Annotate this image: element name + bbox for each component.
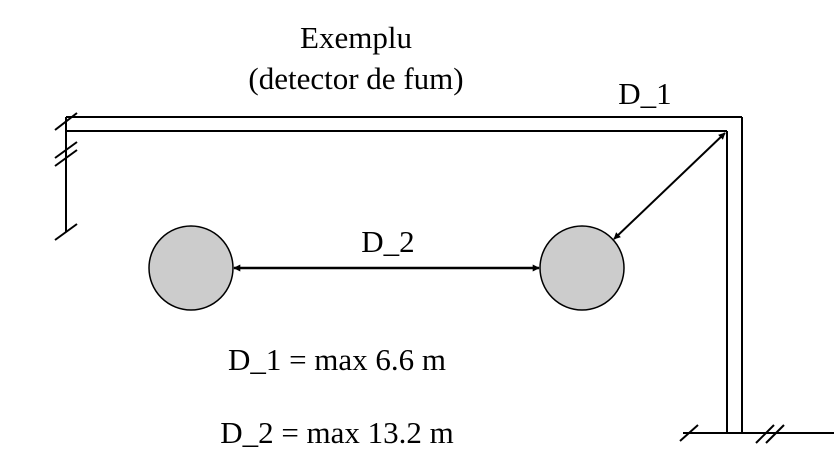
left-tick-4 <box>54 223 78 241</box>
d2-formula: D_2 = max 13.2 m <box>220 415 454 450</box>
bottom-tick-1 <box>679 424 699 442</box>
left-tick-2 <box>54 141 78 159</box>
ceiling <box>66 116 742 132</box>
left-tick-3 <box>54 149 78 167</box>
bottom-tick-3 <box>765 424 785 444</box>
left-tick-1 <box>54 112 78 131</box>
d1-formula: D_1 = max 6.6 m <box>228 342 446 377</box>
d1-label: D_1 <box>618 76 671 111</box>
left-break-marks <box>54 112 78 241</box>
smoke-detector-left <box>148 225 234 311</box>
d1-distance-arrow <box>613 132 726 240</box>
smoke-detector-right <box>539 225 625 311</box>
bottom-tick-2 <box>755 424 775 444</box>
bottom-break-marks <box>679 424 834 444</box>
title-line-1: Exemplu <box>300 20 412 55</box>
d2-label: D_2 <box>361 224 414 259</box>
title-line-2: (detector de fum) <box>248 61 463 96</box>
wall <box>726 117 743 433</box>
